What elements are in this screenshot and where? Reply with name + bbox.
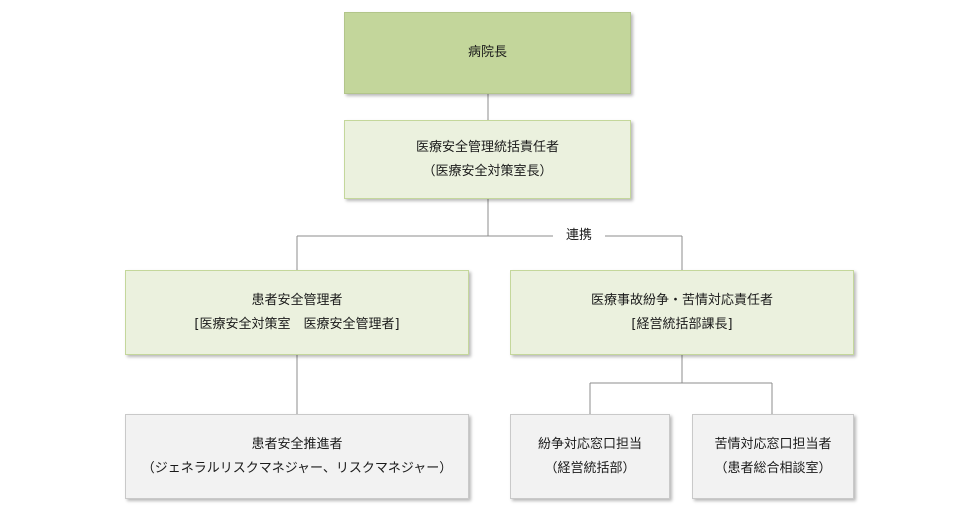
node-safety-chief: 医療安全管理統括責任者 （医療安全対策室長） <box>344 120 631 199</box>
node-patient-safety-manager-title: 患者安全管理者 <box>251 292 343 308</box>
node-safety-promoter: 患者安全推進者 （ジェネラルリスクマネジャー、リスクマネジャー） <box>125 414 469 499</box>
node-patient-safety-manager-subtitle: [医療安全対策室 医療安全管理者] <box>194 316 400 332</box>
node-dispute-window-subtitle: （経営統括部） <box>544 460 636 476</box>
node-dispute-officer-title: 医療事故紛争・苦情対応責任者 <box>590 292 773 308</box>
node-complaint-window-subtitle: （患者総合相談室） <box>714 460 832 476</box>
node-safety-chief-subtitle: （医療安全対策室長） <box>422 163 553 179</box>
node-dispute-window-title: 紛争対応窓口担当 <box>537 436 642 452</box>
node-complaint-window: 苦情対応窓口担当者 （患者総合相談室） <box>692 414 854 499</box>
node-dispute-window: 紛争対応窓口担当 （経営統括部） <box>510 414 670 499</box>
node-safety-promoter-title: 患者安全推進者 <box>251 436 343 452</box>
node-dispute-officer: 医療事故紛争・苦情対応責任者 [経営統括部課長] <box>510 270 854 355</box>
node-safety-promoter-subtitle: （ジェネラルリスクマネジャー、リスクマネジャー） <box>141 460 453 476</box>
node-patient-safety-manager: 患者安全管理者 [医療安全対策室 医療安全管理者] <box>125 270 469 355</box>
node-director-title: 病院長 <box>467 45 507 60</box>
node-dispute-officer-subtitle: [経営統括部課長] <box>631 316 733 332</box>
node-safety-chief-title: 医療安全管理統括責任者 <box>415 139 559 155</box>
cooperation-label: 連携 <box>553 226 605 246</box>
node-complaint-window-title: 苦情対応窓口担当者 <box>714 436 832 452</box>
node-director: 病院長 <box>344 12 631 94</box>
